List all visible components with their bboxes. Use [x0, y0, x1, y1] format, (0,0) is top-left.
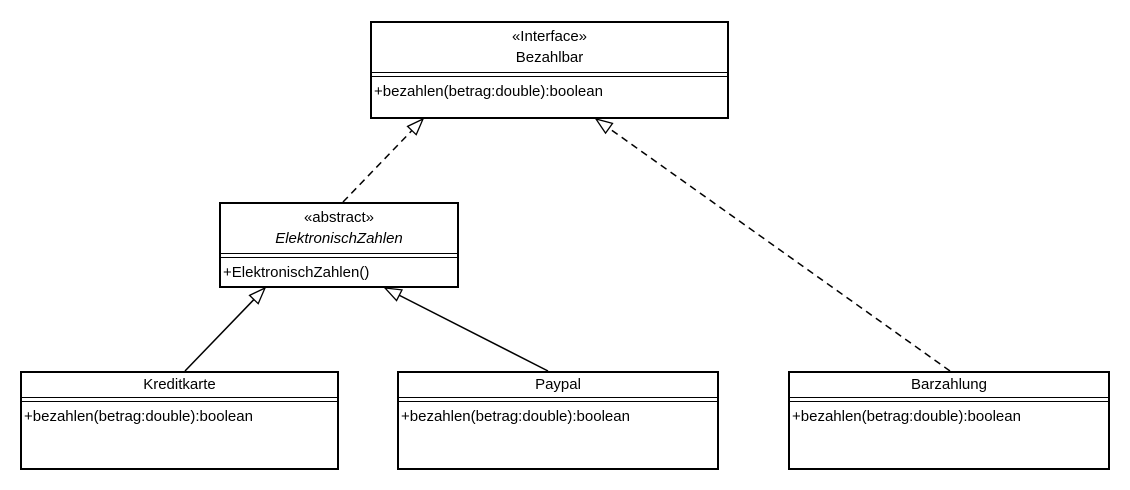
method-list-paypal: +bezahlen(betrag:double):boolean	[399, 402, 717, 468]
class-name: ElektronischZahlen	[275, 230, 403, 247]
realization-edge-barzahlung-to-bezahlbar	[596, 119, 951, 372]
class-title-bezahlbar: «Interface» Bezahlbar	[372, 23, 727, 72]
class-name: Kreditkarte	[143, 376, 216, 393]
stereotype-label: «abstract»	[303, 209, 375, 226]
compartment-separator	[399, 397, 717, 402]
class-title-paypal: Paypal	[399, 373, 717, 397]
method-label: +ElektronischZahlen()	[223, 264, 370, 281]
generalization-edge-paypal-to-elektronischzahlen	[385, 288, 549, 372]
compartment-separator	[790, 397, 1108, 402]
method-list-elektronischzahlen: +ElektronischZahlen()	[221, 258, 457, 286]
method-label: +bezahlen(betrag:double):boolean	[24, 408, 253, 425]
method-label: +bezahlen(betrag:double):boolean	[401, 408, 630, 425]
realization-edge-elektronischzahlen-to-bezahlbar	[342, 119, 423, 203]
class-name: Paypal	[535, 376, 581, 393]
stereotype-label: «Interface»	[511, 28, 588, 45]
class-box-kreditkarte: Kreditkarte +bezahlen(betrag:double):boo…	[20, 371, 339, 470]
method-list-bezahlbar: +bezahlen(betrag:double):boolean	[372, 77, 727, 117]
method-label: +bezahlen(betrag:double):boolean	[792, 408, 1021, 425]
compartment-separator	[221, 253, 457, 258]
method-list-kreditkarte: +bezahlen(betrag:double):boolean	[22, 402, 337, 468]
class-box-paypal: Paypal +bezahlen(betrag:double):boolean	[397, 371, 719, 470]
method-label: +bezahlen(betrag:double):boolean	[374, 83, 603, 100]
class-box-bezahlbar: «Interface» Bezahlbar +bezahlen(betrag:d…	[370, 21, 729, 119]
class-title-barzahlung: Barzahlung	[790, 373, 1108, 397]
class-name: Bezahlbar	[515, 49, 584, 66]
compartment-separator	[22, 397, 337, 402]
class-title-elektronischzahlen: «abstract» ElektronischZahlen	[221, 204, 457, 253]
method-list-barzahlung: +bezahlen(betrag:double):boolean	[790, 402, 1108, 468]
class-box-barzahlung: Barzahlung +bezahlen(betrag:double):bool…	[788, 371, 1110, 470]
class-name: Barzahlung	[911, 376, 987, 393]
class-title-kreditkarte: Kreditkarte	[22, 373, 337, 397]
generalization-edge-kreditkarte-to-elektronischzahlen	[184, 288, 265, 372]
compartment-separator	[372, 72, 727, 77]
class-box-elektronischzahlen: «abstract» ElektronischZahlen +Elektroni…	[219, 202, 459, 288]
